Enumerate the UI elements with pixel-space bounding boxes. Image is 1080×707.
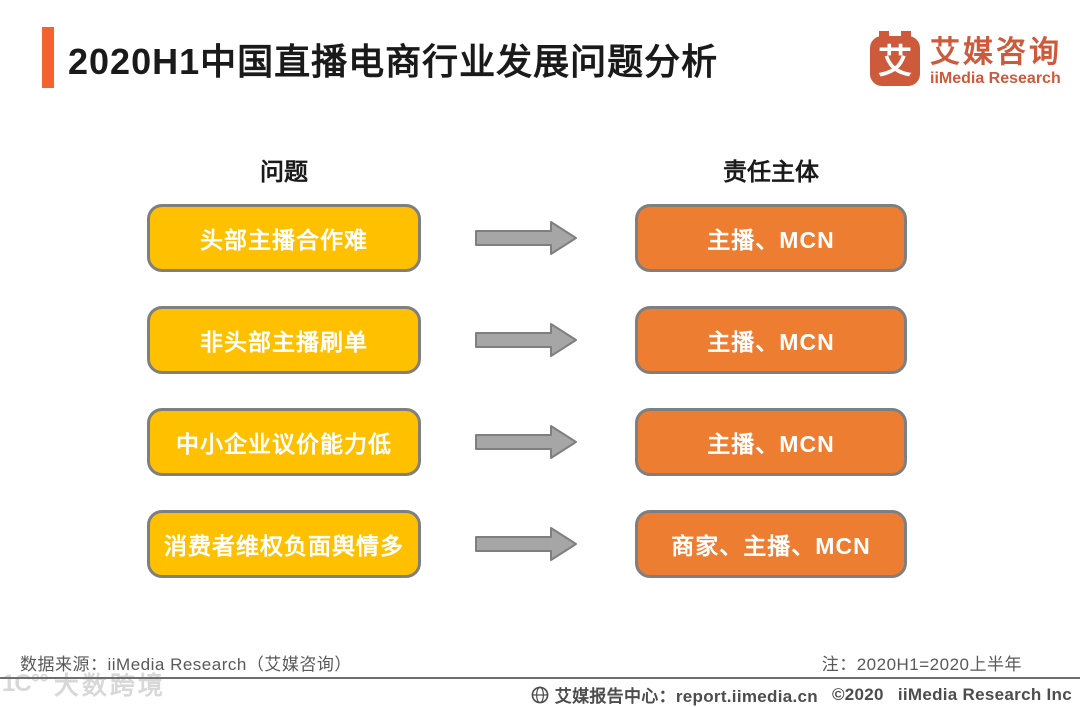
owner-box-2: 主播、MCN [635,306,907,374]
watermark-text: 大数跨境 [53,672,166,700]
logo-glyph: 艾 [878,43,912,81]
data-source-note: 数据来源：iiMedia Research（艾媒咨询） [20,655,352,674]
logo-nub-icon [901,31,911,41]
right-arrow-icon [475,527,577,561]
column-header-problems: 问题 [260,159,308,186]
copyright: ©2020 [831,684,884,704]
iimedia-logo: 艾 艾媒咨询 iiMedia Research [870,22,1062,90]
logo-nub-icon [879,31,889,41]
problem-box-4: 消费者维权负面舆情多 [147,510,421,578]
right-arrow-icon [475,425,577,459]
owner-box-4: 商家、主播、MCN [635,510,907,578]
problem-box-1: 头部主播合作难 [147,204,421,272]
logo-name-cn: 艾媒咨询 [930,36,1062,69]
right-arrow-icon [475,323,577,357]
owner-box-3: 主播、MCN [635,408,907,476]
column-header-owners: 责任主体 [723,159,819,186]
watermark: 1C°° 大数跨境 [2,666,166,702]
footer-divider [0,677,1080,679]
report-center-globe-icon [531,686,549,703]
problem-box-2: 非头部主播刷单 [147,306,421,374]
problem-box-3: 中小企业议价能力低 [147,408,421,476]
right-arrow-icon [475,221,577,255]
iimedia-logo-icon: 艾 [870,31,920,86]
logo-name-en: iiMedia Research [930,70,1061,87]
definition-note: 注：2020H1=2020上半年 [821,655,1022,674]
company-name: iiMedia Research Inc [897,684,1072,704]
page-title: 2020H1中国直播电商行业发展问题分析 [68,41,719,82]
report-center-url: 艾媒报告中心：report.iimedia.cn [554,687,818,706]
owner-box-1: 主播、MCN [635,204,907,272]
title-accent-bar [42,27,54,88]
footer-bar: 艾媒报告中心：report.iimedia.cn ©2020 iiMedia R… [531,682,1072,707]
watermark-logo-icon: 1C°° [2,670,49,697]
